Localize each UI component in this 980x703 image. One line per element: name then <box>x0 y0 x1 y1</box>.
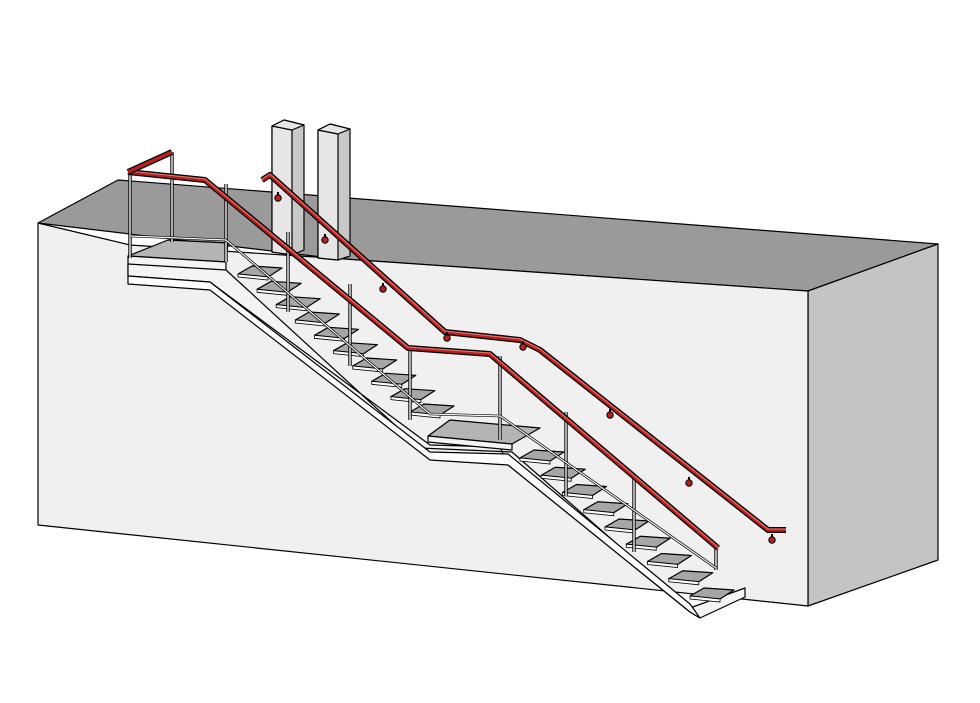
wall-bracket <box>606 411 614 419</box>
guardrail-handrail-highlight <box>127 170 719 548</box>
guardrail <box>126 149 720 570</box>
lower-tread-edge <box>540 474 572 482</box>
wall-handrail <box>260 172 786 544</box>
lower-tread-edge <box>647 561 678 568</box>
guardrail-mid-rail-inner <box>129 235 717 569</box>
lower-tread-edge <box>689 595 721 603</box>
middle-landing-edge <box>427 435 513 451</box>
wall-bracket <box>321 236 329 244</box>
column-left-top <box>271 119 305 131</box>
lower-tread-edge <box>668 578 700 586</box>
guardrail-handrail-color <box>127 170 720 550</box>
upper-tread-edge <box>275 304 307 312</box>
stringer-face <box>127 275 701 619</box>
wall-bracket <box>685 479 693 487</box>
wall-bracket <box>379 285 387 293</box>
upper-tread-edge <box>237 273 269 281</box>
column-right-top <box>317 123 351 135</box>
lower-tread-edge <box>583 509 615 517</box>
wall-bracket <box>519 343 527 351</box>
wall-handrail-highlight <box>261 173 786 530</box>
lower-tread-edge <box>519 457 551 465</box>
guardrail-posts <box>128 152 718 570</box>
wall-handrail-bar-color <box>261 173 786 532</box>
wall-bracket <box>443 334 451 342</box>
wall-bracket <box>274 194 282 202</box>
top-landing-rail-color <box>127 150 173 174</box>
upper-tread-edge <box>371 380 403 388</box>
stair-stringer <box>127 263 746 619</box>
lower-flight-treads <box>519 449 735 603</box>
lower-tread-edge <box>562 492 593 499</box>
wall-handrail-brackets <box>274 192 776 544</box>
wall-side-face <box>807 243 939 607</box>
wall-bracket <box>768 536 776 544</box>
